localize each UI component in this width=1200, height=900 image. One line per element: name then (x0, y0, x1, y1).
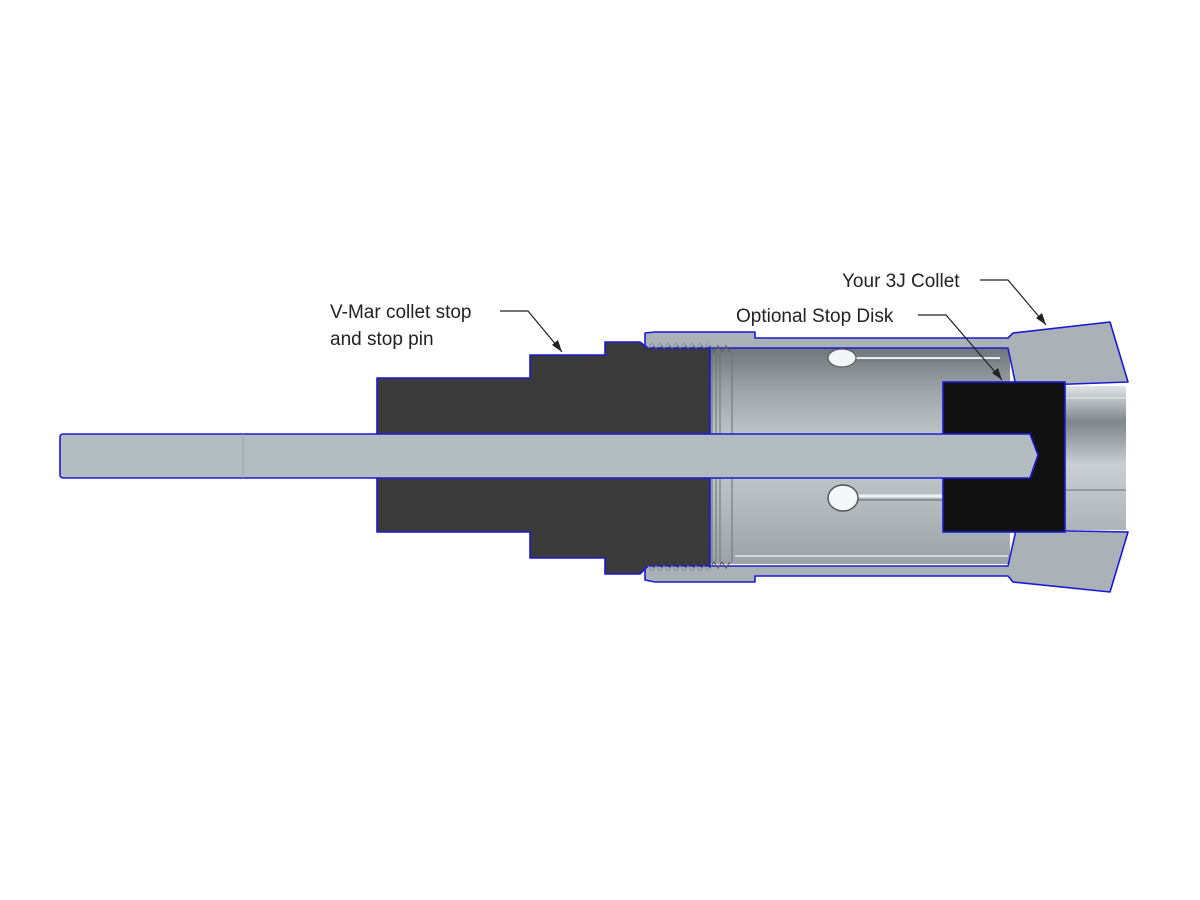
collet-lower-wall (644, 529, 1129, 593)
collet-nose-bore (1064, 386, 1126, 530)
callout-leaders (500, 279, 1047, 381)
collet-hole-bottom (827, 484, 859, 512)
stop-thread-top (647, 342, 709, 349)
stop-thread-bottom (647, 565, 709, 572)
label-stop-disk: Optional Stop Disk (736, 306, 894, 327)
label-collet-stop-line2: and stop pin (330, 329, 434, 350)
label-collet-stop-line1: V-Mar collet stop (330, 302, 472, 323)
stop-pin (59, 433, 1039, 479)
callout-arrowheads (552, 313, 1046, 380)
label-collet: Your 3J Collet (842, 271, 960, 292)
collet-hole-top (827, 348, 857, 368)
